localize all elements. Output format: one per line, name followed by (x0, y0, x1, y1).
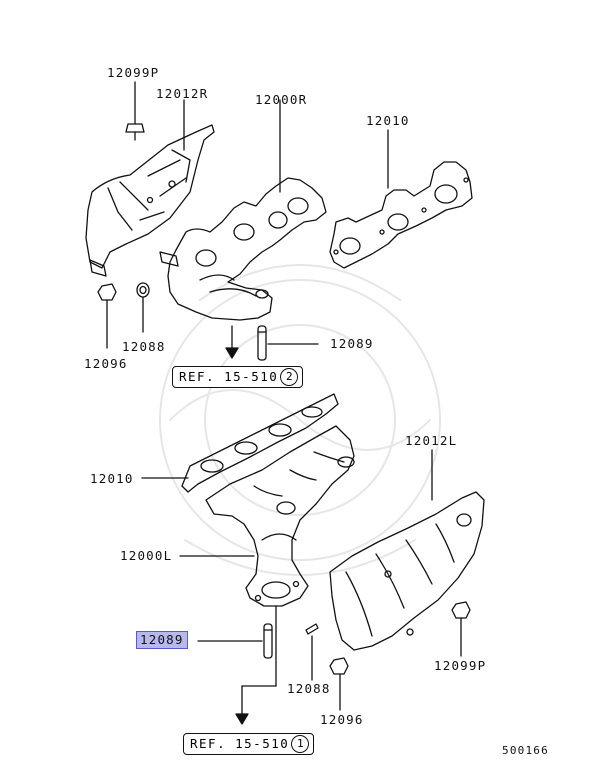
label-12088-top[interactable]: 12088 (122, 339, 166, 354)
label-12010-mid[interactable]: 12010 (90, 471, 134, 486)
label-12089-top[interactable]: 12089 (330, 336, 374, 351)
label-12089-selected[interactable]: 12089 (136, 631, 188, 649)
label-12000r[interactable]: 12000R (255, 92, 308, 107)
label-12099p-top[interactable]: 12099P (107, 65, 160, 80)
label-12096-bottom[interactable]: 12096 (320, 712, 364, 727)
label-12088-bottom[interactable]: 12088 (287, 681, 331, 696)
label-12012r[interactable]: 12012R (156, 86, 209, 101)
arrow-to-ref-2 (226, 326, 238, 358)
ref-box-1-number: 1 (291, 735, 310, 753)
bolt-12099p-bottom (452, 602, 470, 656)
gasket-12010-mid (142, 394, 338, 492)
exhaust-manifold-12000r (160, 100, 326, 320)
arrow-to-ref-1 (236, 606, 276, 724)
label-12096-top[interactable]: 12096 (84, 356, 128, 371)
stud-12089-bottom (198, 624, 272, 658)
label-12010-top[interactable]: 12010 (366, 113, 410, 128)
nut-12096-top (98, 284, 116, 348)
label-12099p-bottom[interactable]: 12099P (434, 658, 487, 673)
ref-box-2-number: 2 (280, 368, 299, 386)
stud-12089-top (258, 326, 318, 360)
ref-box-2-text: REF. 15-510 (179, 369, 279, 384)
washer-12088-top (137, 283, 149, 332)
washer-12088-bottom (306, 624, 318, 680)
label-12000l[interactable]: 12000L (120, 548, 173, 563)
exhaust-manifold-12000l (180, 426, 354, 606)
heat-protector-12012l (330, 450, 484, 650)
watermark-emblem (160, 265, 440, 575)
ref-box-1-text: REF. 15-510 (190, 736, 290, 751)
nut-12096-bottom (330, 658, 348, 710)
heat-protector-12012r (86, 100, 214, 276)
figure-code: 500166 (502, 744, 549, 757)
bolt-12099p-top (126, 82, 144, 140)
label-12012l[interactable]: 12012L (405, 433, 458, 448)
gasket-12010-top (330, 130, 472, 268)
